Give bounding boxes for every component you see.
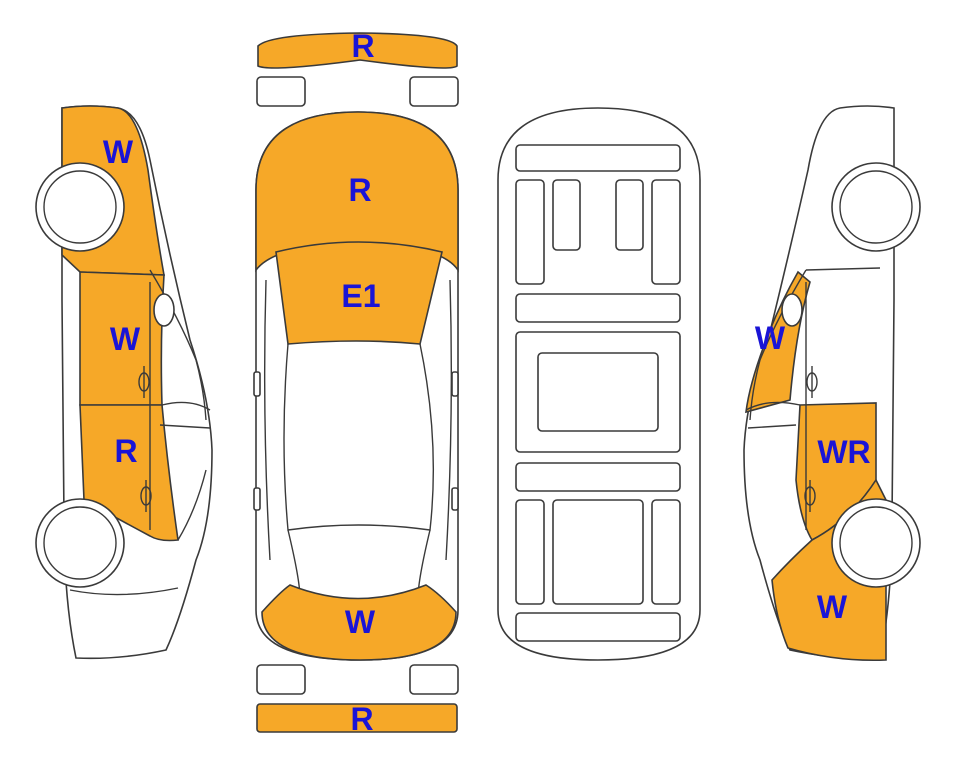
right-a-line xyxy=(445,279,453,561)
left-mirror xyxy=(153,293,175,327)
rear-bumper[interactable] xyxy=(256,703,458,733)
right-rear-quarter-label: W xyxy=(817,589,848,625)
right-front-wheel xyxy=(831,162,921,252)
windshield[interactable] xyxy=(275,241,443,345)
floor-left-rail-rear xyxy=(515,499,545,605)
left-rear-wheel xyxy=(35,498,125,588)
left-rear-handle xyxy=(140,480,152,512)
right-mirror xyxy=(781,293,803,327)
front-bumper[interactable] xyxy=(257,32,458,69)
top-right-mirror xyxy=(451,371,459,397)
floor-center-inner xyxy=(537,352,659,432)
floor-inner-left-front xyxy=(552,179,581,251)
left-front-door-label: W xyxy=(110,321,141,357)
left-beltline xyxy=(161,401,211,411)
right-side-view: W WR W xyxy=(743,105,921,662)
windshield-label: E1 xyxy=(341,278,380,314)
hood-label: R xyxy=(348,172,371,208)
trunk-label: W xyxy=(345,604,376,640)
floor-right-rail-rear xyxy=(651,499,681,605)
floor-cross-member-1 xyxy=(515,293,681,323)
left-rear-door-label: R xyxy=(114,433,137,469)
right-lower-sill xyxy=(747,424,797,429)
right-rear-door-label: WR xyxy=(817,434,870,470)
top-view: R R E1 W R xyxy=(253,28,459,737)
rear-left-light xyxy=(256,664,306,695)
right-front-fender-label: W xyxy=(755,320,786,356)
left-lower-body xyxy=(69,587,179,596)
top-right-handle xyxy=(451,487,459,511)
front-left-light xyxy=(256,76,306,107)
right-upper-body xyxy=(805,267,881,271)
rear-bumper-label: R xyxy=(350,701,373,737)
top-left-handle xyxy=(253,487,261,511)
front-bumper-label: R xyxy=(351,28,374,64)
floor-right-rail-front xyxy=(651,179,681,285)
left-front-handle xyxy=(138,366,150,398)
rear-right-light xyxy=(409,664,459,695)
right-beltline xyxy=(745,401,801,411)
left-front-fender-label: W xyxy=(103,134,134,170)
floor-cross-member-2 xyxy=(515,462,681,492)
floor-rear-panel xyxy=(515,612,681,642)
right-front-handle xyxy=(806,366,818,398)
left-side-view: W W R xyxy=(35,105,213,660)
front-right-light xyxy=(409,76,459,107)
right-rear-handle xyxy=(804,480,816,512)
underside-view xyxy=(497,107,701,661)
trunk[interactable] xyxy=(261,584,457,661)
left-front-wheel xyxy=(35,162,125,252)
left-a-line xyxy=(263,279,271,561)
left-rear-pillar xyxy=(177,469,207,541)
floor-front-panel xyxy=(515,144,681,172)
floor-left-rail-front xyxy=(515,179,545,285)
floor-rear-center xyxy=(552,499,644,605)
roof-outline xyxy=(283,343,435,531)
right-rear-wheel xyxy=(831,498,921,588)
top-left-mirror xyxy=(253,371,261,397)
left-lower-sill xyxy=(159,424,211,429)
floor-inner-right-front xyxy=(615,179,644,251)
